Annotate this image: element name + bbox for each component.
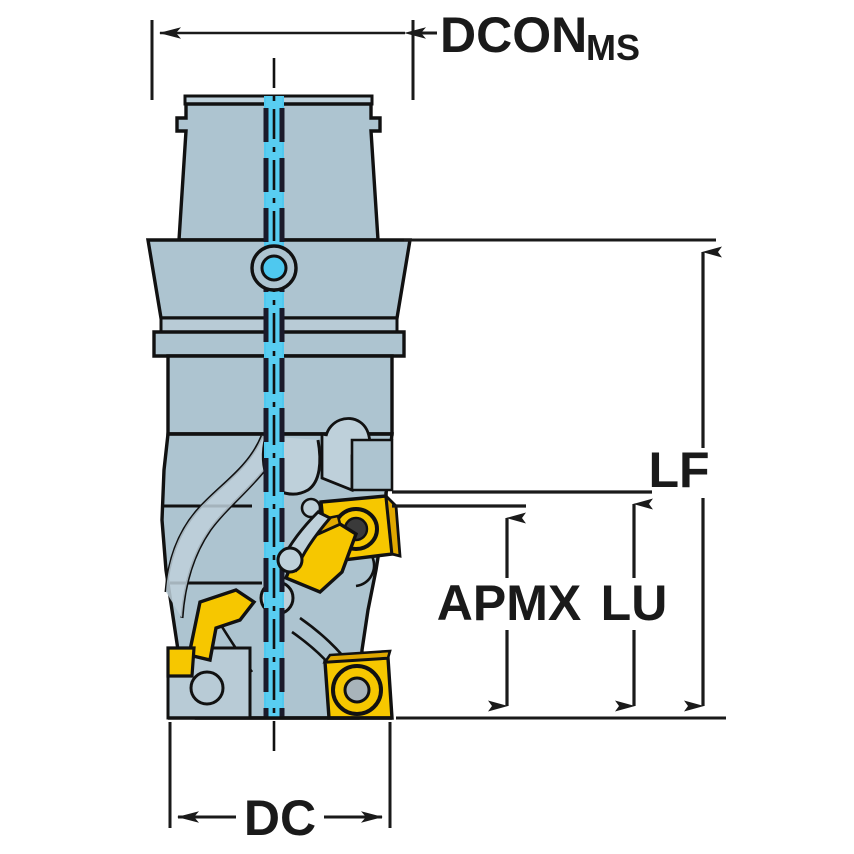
dimension-dc: DC bbox=[168, 722, 392, 846]
tool-assembly bbox=[145, 58, 413, 756]
insert-lower-right-top bbox=[322, 649, 392, 664]
screw-hole-lower-left bbox=[189, 670, 225, 706]
insert-lower-left-edge bbox=[166, 646, 196, 678]
dimension-label-dcon-subscript: MS bbox=[586, 27, 640, 68]
insert-lower-left bbox=[166, 588, 257, 678]
lu-label-backing bbox=[596, 578, 676, 630]
insert-middle bbox=[276, 510, 359, 594]
lf-label-backing bbox=[646, 448, 712, 498]
insert-lower-right bbox=[322, 649, 394, 720]
apmx-label-backing bbox=[428, 578, 590, 630]
dimension-label-dcon: DCON bbox=[440, 7, 587, 63]
coolant-outlet-boss bbox=[250, 244, 298, 292]
dimension-lu: LU bbox=[392, 490, 676, 712]
dimension-label-lf-text: LF bbox=[648, 442, 709, 498]
dimension-label-lu: LU bbox=[601, 575, 668, 631]
dimension-apmx: APMX bbox=[392, 504, 590, 712]
flute-pocket-left bbox=[166, 436, 282, 618]
dimension-label-dc: DC bbox=[244, 790, 316, 846]
dimension-label-apmx: APMX bbox=[437, 575, 581, 631]
carbide-inserts bbox=[166, 492, 402, 720]
insert-lower-right-screw bbox=[343, 676, 371, 704]
dimension-annotations: DCON MS LF LF LU APMX bbox=[150, 7, 726, 846]
dimension-lf: LF LF bbox=[396, 238, 726, 720]
insert-upper-right-side bbox=[384, 492, 402, 558]
pocket-right-upper bbox=[350, 438, 394, 492]
outlet-boss-inner bbox=[260, 254, 288, 282]
clamp-pivot-middle bbox=[276, 546, 304, 574]
dimension-dcon-ms: DCON MS bbox=[150, 7, 640, 100]
insert-lower-left-body bbox=[186, 588, 257, 663]
